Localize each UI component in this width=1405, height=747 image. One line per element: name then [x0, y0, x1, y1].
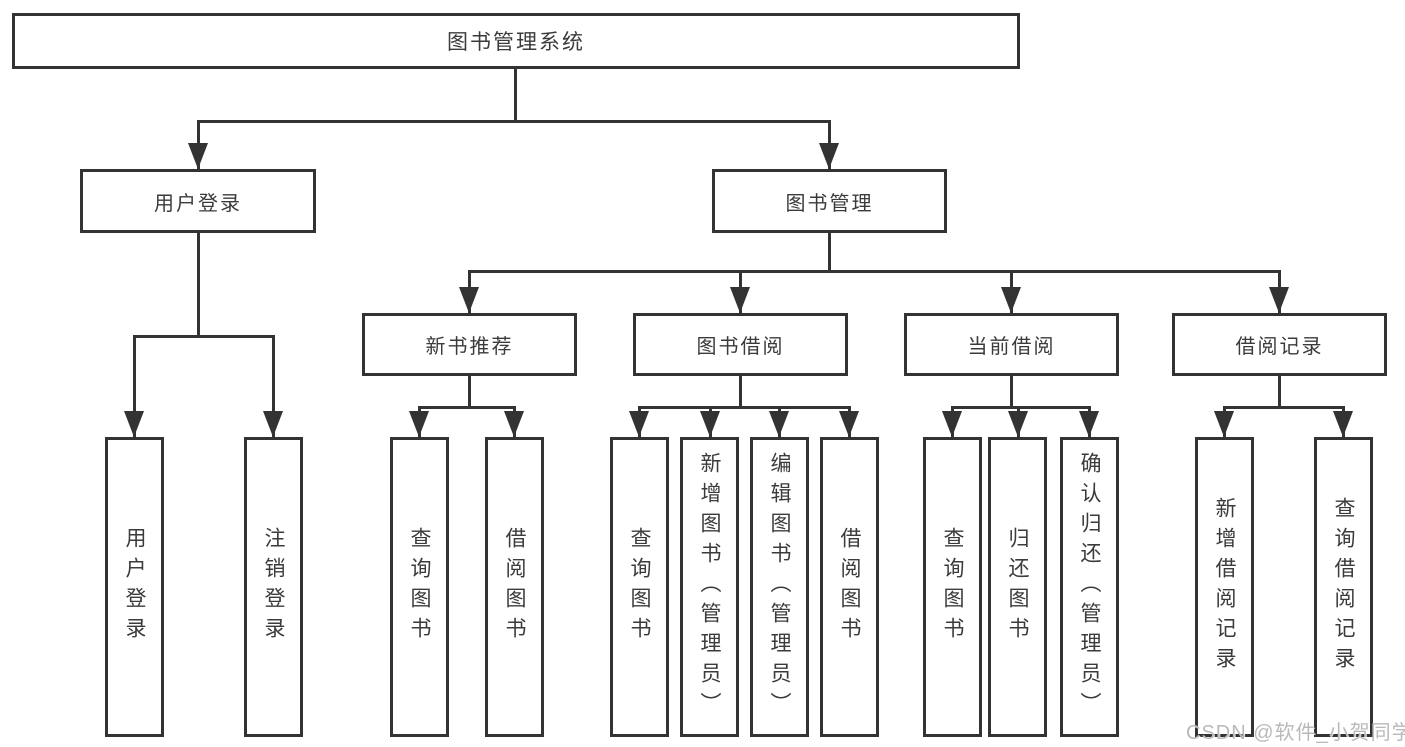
connector-logout-leaf-drop — [272, 335, 275, 437]
arrowhead-user-login — [188, 143, 208, 169]
node-label: 图书管理 — [785, 192, 874, 215]
connector-current-borrow-stem — [1010, 376, 1013, 406]
leaf-confirm-return-admin: 确认归还（管理员） — [1060, 437, 1119, 737]
connector-user-login-hline — [133, 335, 275, 338]
arrowhead-leaf — [1079, 411, 1099, 437]
arrowhead-leaf — [700, 411, 720, 437]
arrowhead-leaf — [769, 411, 789, 437]
arrowhead-leaf — [409, 411, 429, 437]
node-label: 借阅记录 — [1235, 336, 1324, 358]
leaf-borrow-books: 借阅图书 — [485, 437, 544, 737]
node-label: 借阅图书 — [503, 527, 527, 647]
arrowhead-book-management — [819, 143, 839, 169]
arrowhead-logout-leaf — [263, 411, 283, 437]
connector-records-stem — [1278, 376, 1281, 406]
node-label: 用户登录 — [123, 527, 147, 647]
connector-level2-hline — [197, 120, 831, 123]
connector-user-login-stem — [197, 233, 200, 335]
arrowhead-login-leaf — [124, 411, 144, 437]
node-user-login: 用户登录 — [80, 169, 316, 233]
node-label: 借阅图书 — [838, 527, 862, 647]
connector-login-leaf-drop — [133, 335, 136, 437]
node-label: 当前借阅 — [967, 336, 1056, 358]
node-book-borrowing: 图书借阅 — [633, 313, 848, 376]
watermark: CSDN @软件_小贺同学 — [1186, 722, 1405, 744]
node-current-borrowing: 当前借阅 — [904, 313, 1119, 376]
node-label: 新增借阅记录 — [1213, 497, 1237, 677]
arrowhead-book-borrow — [730, 287, 750, 313]
connector-new-book-stem — [468, 376, 471, 406]
node-book-management-system: 图书管理系统 — [12, 13, 1020, 69]
node-label: 新增图书（管理员） — [698, 452, 722, 722]
connector-book-management-stem — [828, 233, 831, 270]
leaf-edit-books-admin: 编辑图书（管理员） — [750, 437, 809, 737]
node-label: 图书管理系统 — [447, 31, 585, 54]
leaf-return-books: 归还图书 — [988, 437, 1047, 737]
node-label: 查询图书 — [941, 527, 965, 647]
connector-new-book-hline — [418, 406, 515, 409]
arrowhead-leaf — [1214, 411, 1234, 437]
arrowhead-leaf — [504, 411, 524, 437]
arrowhead-leaf — [1333, 411, 1353, 437]
leaf-add-books-admin: 新增图书（管理员） — [680, 437, 739, 737]
connector-book-borrow-stem — [739, 376, 742, 406]
connector-current-borrow-hline — [951, 406, 1090, 409]
arrowhead-leaf — [629, 411, 649, 437]
arrowhead-current-borrow — [1001, 287, 1021, 313]
node-label: 编辑图书（管理员） — [768, 452, 792, 722]
connector-records-hline — [1223, 406, 1344, 409]
leaf-borrow-books: 借阅图书 — [820, 437, 879, 737]
node-label: 确认归还（管理员） — [1078, 452, 1102, 722]
leaf-logout: 注销登录 — [244, 437, 303, 737]
node-label: 注销登录 — [262, 527, 286, 647]
connector-root-stem — [514, 69, 517, 120]
node-label: 图书借阅 — [696, 336, 785, 358]
node-label: 查询借阅记录 — [1332, 497, 1356, 677]
arrowhead-leaf — [1008, 411, 1028, 437]
arrowhead-leaf — [839, 411, 859, 437]
node-label: 归还图书 — [1006, 527, 1030, 647]
leaf-query-books: 查询图书 — [390, 437, 449, 737]
arrowhead-leaf — [942, 411, 962, 437]
arrowhead-new-book — [459, 287, 479, 313]
node-label: 查询图书 — [628, 527, 652, 647]
node-label: 用户登录 — [154, 192, 242, 215]
leaf-query-books: 查询图书 — [923, 437, 982, 737]
node-label: 查询图书 — [408, 527, 432, 647]
leaf-query-books: 查询图书 — [610, 437, 669, 737]
leaf-user-login: 用户登录 — [105, 437, 164, 737]
leaf-query-borrow-record: 查询借阅记录 — [1314, 437, 1373, 737]
connector-book-borrow-hline — [638, 406, 851, 409]
connector-level3-hline — [468, 270, 1281, 273]
node-book-management: 图书管理 — [712, 169, 947, 233]
arrowhead-records — [1269, 287, 1289, 313]
node-borrowing-records: 借阅记录 — [1172, 313, 1387, 376]
node-label: 新书推荐 — [425, 336, 514, 358]
node-new-book-recommendation: 新书推荐 — [362, 313, 577, 376]
leaf-add-borrow-record: 新增借阅记录 — [1195, 437, 1254, 737]
